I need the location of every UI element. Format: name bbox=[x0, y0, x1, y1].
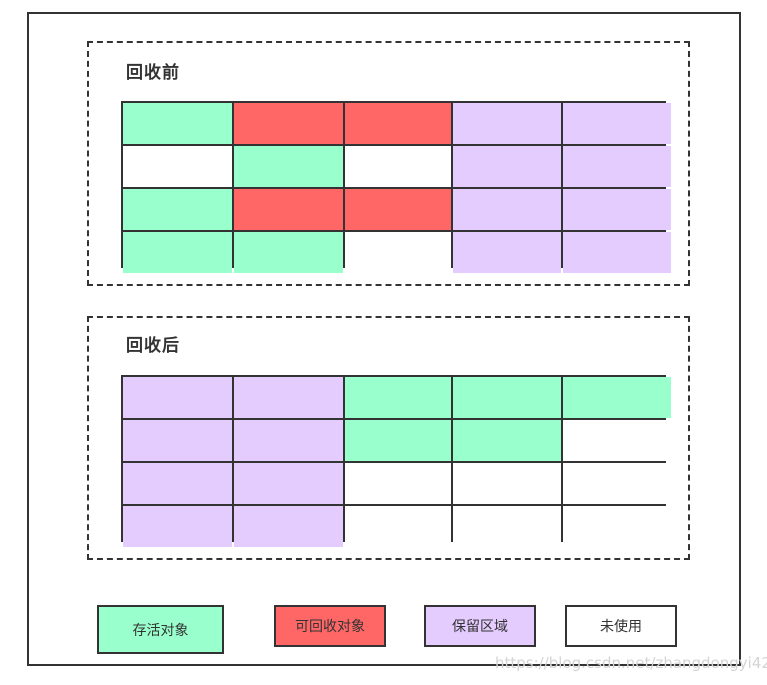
memory-grid-after bbox=[121, 375, 671, 547]
memory-cell-reserved bbox=[234, 463, 343, 504]
section-title-before: 回收前 bbox=[126, 63, 180, 83]
memory-cell-garbage bbox=[234, 189, 343, 230]
memory-cell-alive bbox=[234, 146, 343, 187]
memory-cell-garbage bbox=[234, 103, 343, 144]
memory-cell-reserved bbox=[453, 146, 561, 187]
watermark-url: https://blog.csdn.net/zhangdongyi420 bbox=[495, 654, 767, 672]
memory-cell-alive bbox=[123, 189, 232, 230]
memory-cell-reserved bbox=[123, 377, 232, 418]
outer-frame bbox=[27, 12, 741, 666]
memory-cell-reserved bbox=[123, 463, 232, 504]
memory-cell-unused bbox=[563, 506, 671, 547]
memory-cell-reserved bbox=[563, 146, 671, 187]
legend-alive-objects: 存活对象 bbox=[97, 605, 224, 654]
memory-cell-alive bbox=[123, 232, 232, 273]
memory-cell-garbage bbox=[345, 189, 451, 230]
legend-unused: 未使用 bbox=[565, 605, 677, 647]
memory-cell-reserved bbox=[453, 232, 561, 273]
memory-cell-reserved bbox=[563, 189, 671, 230]
memory-cell-unused bbox=[563, 463, 671, 504]
memory-cell-garbage bbox=[345, 103, 451, 144]
memory-cell-unused bbox=[345, 506, 451, 547]
memory-cell-alive bbox=[563, 377, 671, 418]
memory-cell-alive bbox=[345, 377, 451, 418]
memory-cell-reserved bbox=[563, 103, 671, 144]
memory-cell-reserved bbox=[453, 189, 561, 230]
memory-cell-reserved bbox=[123, 506, 232, 547]
memory-cell-reserved bbox=[123, 420, 232, 461]
memory-cell-alive bbox=[453, 420, 561, 461]
section-before-collection bbox=[87, 41, 690, 286]
memory-cell-unused bbox=[345, 146, 451, 187]
memory-cell-unused bbox=[345, 232, 451, 273]
memory-cell-alive bbox=[234, 232, 343, 273]
memory-cell-unused bbox=[123, 146, 232, 187]
section-after-collection bbox=[87, 316, 690, 560]
memory-cell-unused bbox=[345, 463, 451, 504]
memory-cell-alive bbox=[123, 103, 232, 144]
memory-cell-unused bbox=[453, 506, 561, 547]
memory-cell-unused bbox=[563, 420, 671, 461]
section-title-after: 回收后 bbox=[126, 336, 180, 356]
legend-reserved-area: 保留区域 bbox=[424, 605, 536, 647]
memory-cell-reserved bbox=[234, 377, 343, 418]
memory-cell-reserved bbox=[563, 232, 671, 273]
memory-cell-reserved bbox=[453, 103, 561, 144]
legend-collectable-objects: 可回收对象 bbox=[274, 605, 386, 647]
memory-cell-unused bbox=[453, 463, 561, 504]
memory-cell-reserved bbox=[234, 506, 343, 547]
memory-cell-alive bbox=[453, 377, 561, 418]
memory-grid-before bbox=[121, 101, 671, 273]
memory-cell-alive bbox=[345, 420, 451, 461]
memory-cell-reserved bbox=[234, 420, 343, 461]
